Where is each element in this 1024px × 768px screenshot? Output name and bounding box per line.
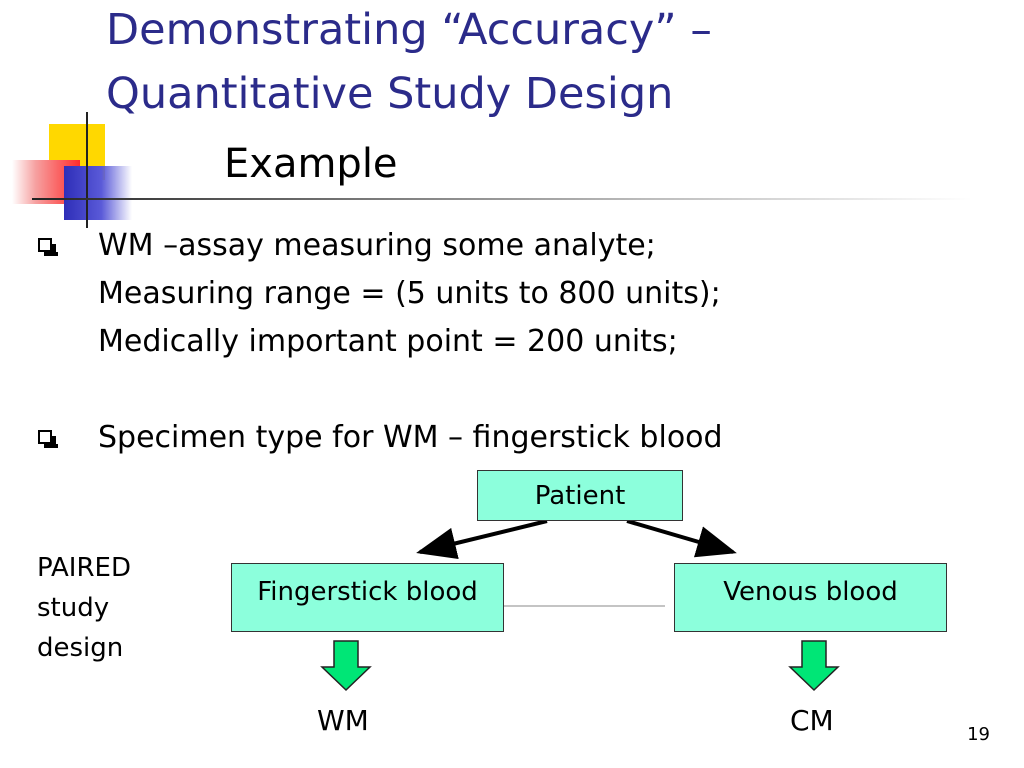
side-label-line: study — [37, 593, 110, 623]
bullet-item: WM –assay measuring some analyte; Measur… — [38, 222, 998, 366]
down-arrow-icon — [788, 640, 840, 692]
paired-study-design-label: PAIRED study design — [37, 548, 131, 668]
slide-title: Demonstrating “Accuracy” – Quantitative … — [106, 0, 1006, 126]
arrow-to-fingerstick — [416, 519, 548, 560]
bullet-line: Specimen type for WM – fingerstick blood — [98, 420, 723, 455]
patient-node-label: Patient — [534, 481, 626, 511]
wm-output-label: WM — [317, 704, 369, 737]
checkbox-bullet-icon — [38, 238, 58, 256]
fingerstick-node-label: Fingerstick blood — [257, 577, 478, 607]
title-divider-line — [32, 198, 972, 200]
bullet-line: Measuring range = (5 units to 800 units)… — [98, 276, 721, 311]
arrow-to-venous — [626, 519, 737, 558]
venous-node-label: Venous blood — [723, 577, 898, 607]
slide-title-line-2: Quantitative Study Design — [106, 69, 674, 119]
side-label-line: PAIRED — [37, 553, 131, 583]
page-number: 19 — [967, 724, 990, 745]
cm-output-label: CM — [790, 704, 834, 737]
slide-title-line-1: Demonstrating “Accuracy” – — [106, 5, 712, 55]
down-arrow-icon — [320, 640, 372, 692]
logo-blue-square — [64, 166, 132, 220]
checkbox-bullet-icon — [38, 430, 58, 448]
bullet-line: WM –assay measuring some analyte; — [98, 228, 656, 263]
side-label-line: design — [37, 633, 124, 663]
slide-subtitle: Example — [224, 141, 398, 187]
bullet-item: Specimen type for WM – fingerstick blood — [38, 414, 998, 462]
logo-vertical-line — [86, 112, 88, 228]
venous-blood-node: Venous blood — [674, 563, 947, 632]
patient-node: Patient — [477, 470, 683, 521]
bullet-line: Medically important point = 200 units; — [98, 324, 678, 359]
fingerstick-blood-node: Fingerstick blood — [231, 563, 504, 632]
